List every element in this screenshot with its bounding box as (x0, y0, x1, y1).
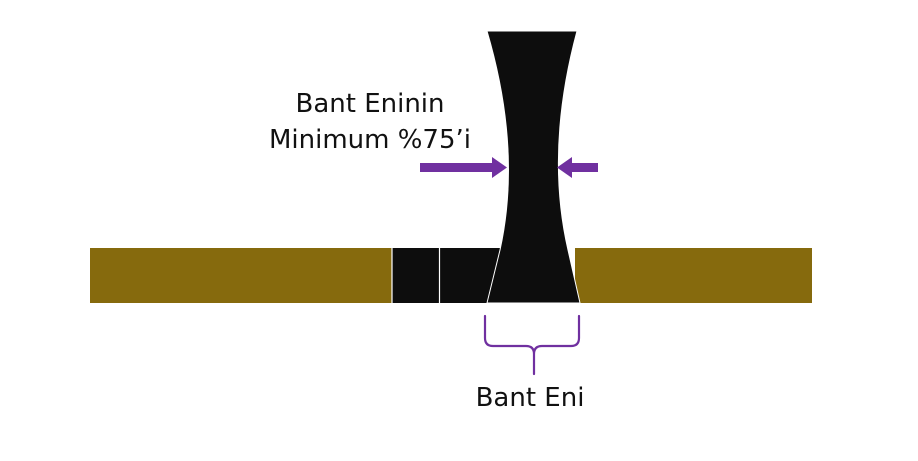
hourglass-band (486, 30, 581, 304)
minimum-width-label-line1: Bant Eninin (295, 89, 445, 119)
minimum-width-label-line2: Minimum %75’i (268, 125, 472, 155)
band-width-label: Bant Eni (475, 383, 585, 413)
width-brace (483, 314, 581, 376)
left-strip (90, 248, 392, 303)
right-strip (575, 248, 812, 303)
black-block-1 (392, 248, 439, 303)
right-arrow-icon (557, 157, 598, 178)
left-arrow-icon (420, 157, 507, 178)
